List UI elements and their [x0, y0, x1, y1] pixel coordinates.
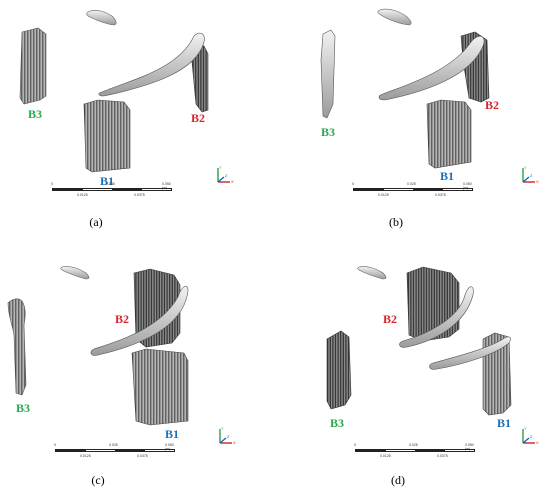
axis-triad-icon: Y X Z [522, 426, 539, 445]
label-b3: B3 [28, 107, 43, 121]
label-b2: B2 [191, 111, 206, 125]
panel-c: B3 B2 B1 0 0.025 0.050 (m) 0.0125 0.0375… [0, 245, 275, 490]
scale-bar: 0 0.025 0.050 (m) 0.0125 0.0375 [51, 182, 172, 197]
label-b1: B1 [100, 174, 115, 188]
svg-text:Y: Y [524, 426, 527, 431]
small-fragment [357, 266, 387, 280]
blade-b3 [320, 29, 336, 119]
blade-b1 [83, 99, 131, 173]
blade-b3 [326, 330, 352, 410]
svg-text:X: X [536, 440, 539, 445]
svg-text:Z: Z [530, 173, 533, 178]
label-b1: B1 [497, 416, 512, 430]
scale-bar: 0 0.025 0.050 (m) 0.0125 0.0375 [54, 443, 175, 458]
svg-text:Y: Y [524, 165, 527, 170]
small-fragment [377, 8, 412, 26]
caption-d: (d) [391, 473, 405, 487]
svg-text:Y: Y [219, 165, 222, 170]
scale-bar: 0 0.025 0.050 (m) 0.0125 0.0375 [352, 182, 473, 197]
swept-arc [90, 285, 189, 356]
label-b2: B2 [383, 312, 398, 326]
svg-text:Y: Y [221, 426, 224, 431]
panel-d: B3 B2 B1 0 0.025 0.050 (m) 0.0125 0.0375… [275, 245, 550, 490]
caption-a: (a) [89, 215, 103, 229]
panel-d-render [326, 266, 512, 416]
panel-a-render [19, 10, 209, 173]
small-fragment [60, 266, 90, 280]
caption-b: (b) [389, 215, 403, 229]
svg-text:Z: Z [225, 173, 228, 178]
axis-triad-icon: Y X Z [522, 165, 539, 184]
label-b3: B3 [330, 416, 345, 430]
label-b3: B3 [321, 125, 336, 139]
blade-b3 [19, 27, 47, 105]
svg-text:Z: Z [530, 434, 533, 439]
label-b1: B1 [440, 169, 455, 183]
blade-b1 [131, 348, 189, 426]
axis-triad-icon: Y X Z [219, 426, 236, 445]
svg-text:X: X [233, 440, 236, 445]
swept-arc [378, 35, 485, 101]
axis-triad-icon: Y X Z [217, 165, 234, 184]
swept-arc-b1 [429, 336, 511, 370]
swept-arc-b2 [399, 286, 474, 348]
panel-b-render [320, 8, 490, 169]
label-b3: B3 [16, 401, 31, 415]
label-b2: B2 [115, 312, 130, 326]
blade-b2 [191, 41, 209, 113]
svg-text:Z: Z [227, 434, 230, 439]
svg-text:X: X [231, 179, 234, 184]
blade-b1 [426, 99, 472, 169]
swept-arc [98, 32, 205, 97]
panel-c-render [7, 266, 189, 426]
caption-c: (c) [91, 473, 105, 487]
small-fragment [86, 10, 117, 26]
panel-b: B3 B2 B1 0 0.025 0.050 (m) 0.0125 0.0375… [275, 0, 550, 245]
svg-text:X: X [536, 179, 539, 184]
scale-bar: 0 0.025 0.050 (m) 0.0125 0.0375 [354, 443, 475, 458]
blade-b3 [7, 298, 27, 396]
panel-a: B3 B2 B1 0 0.025 0.050 (m) 0.0125 0.0375… [0, 0, 275, 245]
label-b1: B1 [165, 427, 180, 441]
label-b2: B2 [485, 98, 500, 112]
